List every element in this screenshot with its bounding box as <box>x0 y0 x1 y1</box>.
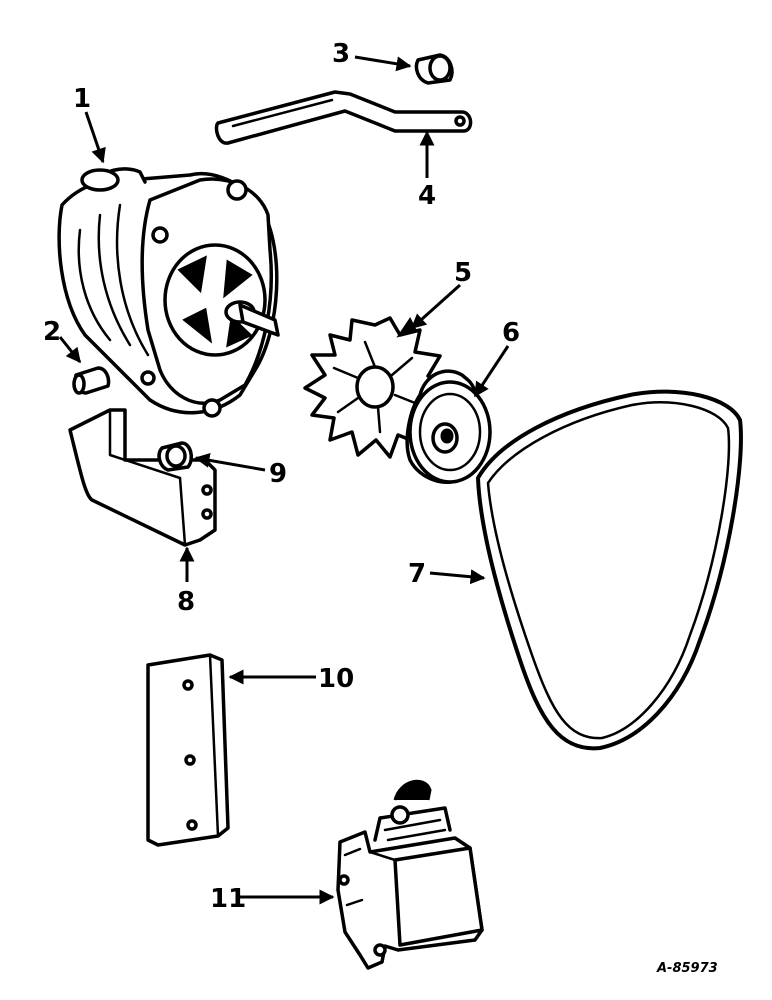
mounting-bracket <box>68 408 217 547</box>
callout-11: 11 <box>210 884 246 914</box>
alternator <box>57 167 280 418</box>
callout-7: 7 <box>408 559 426 589</box>
spacer-9 <box>157 441 194 472</box>
callout-2: 2 <box>43 317 61 347</box>
adjusting-brace <box>214 90 473 145</box>
plate <box>146 653 230 847</box>
leader-line-9 <box>194 452 266 472</box>
leader-line-7 <box>429 569 486 585</box>
leader-line-5 <box>410 283 462 330</box>
callout-9: 9 <box>269 459 287 489</box>
pulley <box>405 369 492 484</box>
callout-8: 8 <box>177 587 195 617</box>
leader-line-6 <box>473 345 510 398</box>
callout-5: 5 <box>454 258 472 288</box>
voltage-regulator <box>336 779 484 970</box>
callout-3: 3 <box>332 39 350 69</box>
callout-4: 4 <box>418 181 436 211</box>
drawing-number: A-85973 <box>656 961 718 976</box>
v-belt <box>476 389 743 751</box>
callout-10: 10 <box>318 664 354 694</box>
leader-line-3 <box>354 55 412 72</box>
callout-6: 6 <box>502 318 520 348</box>
leader-line-1 <box>84 111 106 164</box>
callout-1: 1 <box>73 84 91 114</box>
leader-line-2 <box>58 336 82 364</box>
spacer-3 <box>414 53 454 85</box>
spacer-2 <box>72 366 111 395</box>
